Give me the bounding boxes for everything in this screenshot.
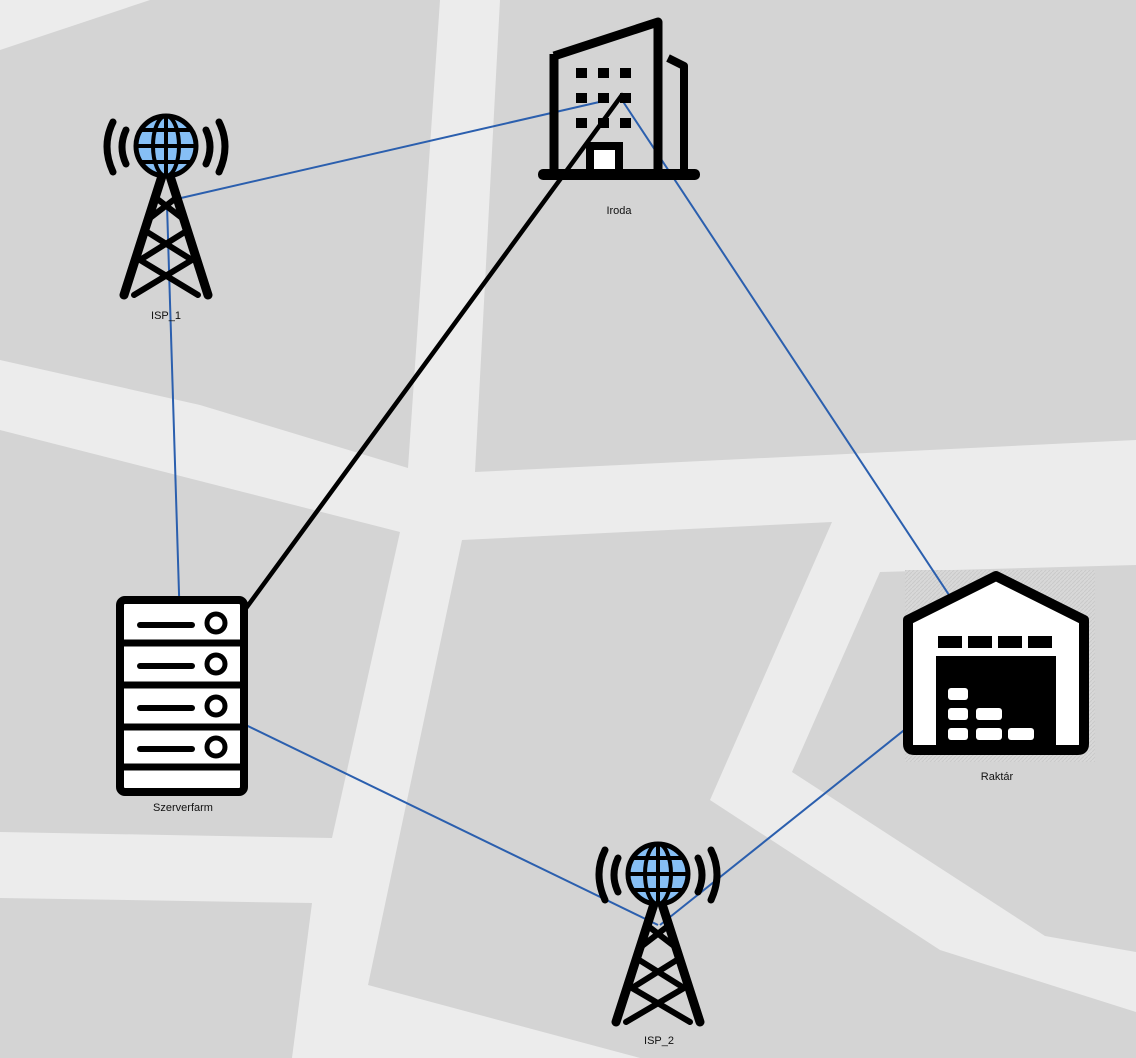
office-building-icon bbox=[538, 17, 700, 180]
node-isp2[interactable]: ISP_2 bbox=[595, 841, 721, 1047]
server-rack-icon bbox=[116, 596, 248, 796]
node-label-isp1: ISP_1 bbox=[151, 310, 181, 322]
radio-tower-globe-icon bbox=[103, 113, 229, 300]
node-isp1[interactable]: ISP_1 bbox=[103, 113, 229, 322]
link-szerverfarm-isp2 bbox=[185, 695, 659, 926]
node-label-raktar: Raktár bbox=[981, 771, 1014, 783]
node-label-iroda: Iroda bbox=[606, 205, 632, 217]
node-iroda[interactable]: Iroda bbox=[538, 17, 700, 217]
link-isp1-iroda bbox=[180, 99, 609, 199]
node-raktar[interactable]: Raktár bbox=[903, 571, 1089, 783]
radio-tower-globe-icon bbox=[595, 841, 721, 1027]
node-label-szerverfarm: Szerverfarm bbox=[153, 802, 213, 814]
node-szerverfarm[interactable]: Szerverfarm bbox=[116, 596, 248, 814]
warehouse-icon bbox=[903, 571, 1089, 755]
link-iroda-szerverfarm bbox=[178, 92, 625, 700]
node-label-isp2: ISP_2 bbox=[644, 1035, 674, 1047]
link-iroda-raktar bbox=[621, 99, 993, 661]
